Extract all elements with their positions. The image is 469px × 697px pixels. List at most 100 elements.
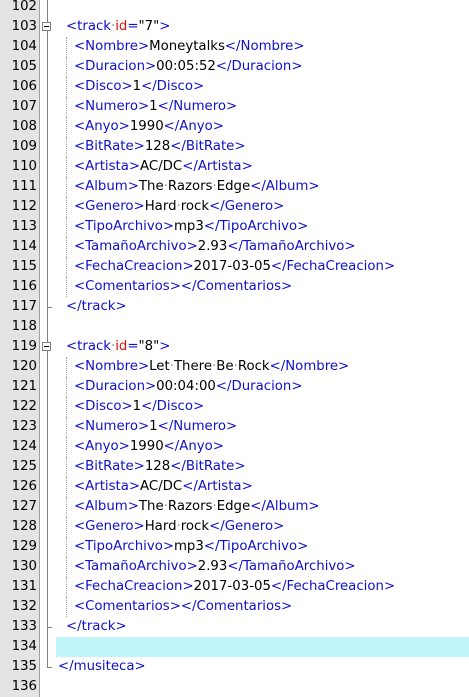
code-line[interactable]: 125<BitRate>128</BitRate>	[0, 457, 469, 477]
code-text[interactable]: <Comentarios></Comentarios>	[58, 597, 469, 617]
line-number: 133	[11, 619, 37, 634]
code-line[interactable]: 118	[0, 317, 469, 337]
code-text[interactable]: <Anyo>1990</Anyo>	[58, 117, 469, 137]
code-text[interactable]: <Genero>Hard·rock</Genero>	[58, 517, 469, 537]
xml-tag: </Artista>	[182, 479, 253, 494]
code-text[interactable]: <Genero>Hard·rock</Genero>	[58, 197, 469, 217]
code-line[interactable]: 130<TamañoArchivo>2.93</TamañoArchivo>	[0, 557, 469, 577]
code-line[interactable]: 114<TamañoArchivo>2.93</TamañoArchivo>	[0, 237, 469, 257]
code-line[interactable]: 129<TipoArchivo>mp3</TipoArchivo>	[0, 537, 469, 557]
code-text[interactable]: <Album>The·Razors·Edge</Album>	[58, 497, 469, 517]
code-line[interactable]: 133 </track>	[0, 617, 469, 637]
code-line[interactable]: 110<Artista>AC/DC</Artista>	[0, 157, 469, 177]
fold-margin	[40, 457, 56, 477]
code-line[interactable]: 104<Nombre>Moneytalks</Nombre>	[0, 37, 469, 57]
code-line[interactable]: 103<track·id="7">	[0, 17, 469, 37]
code-line[interactable]: 105<Duracion>00:05:52</Duracion>	[0, 57, 469, 77]
code-text[interactable]: </musiteca>	[58, 657, 469, 677]
xml-tag: <FechaCreacion>	[74, 579, 194, 594]
code-text[interactable]: <TipoArchivo>mp3</TipoArchivo>	[58, 217, 469, 237]
code-text[interactable]: <Comentarios></Comentarios>	[58, 277, 469, 297]
code-text[interactable]: <track·id="7">	[58, 17, 469, 37]
xml-tag: <TamañoArchivo>	[74, 239, 198, 254]
line-number: 120	[11, 359, 37, 374]
xml-tag: </TamañoArchivo>	[227, 239, 356, 254]
code-text[interactable]: <Album>The·Razors·Edge</Album>	[58, 177, 469, 197]
code-text[interactable]	[58, 0, 469, 17]
code-line[interactable]: 121<Duracion>00:04:00</Duracion>	[0, 377, 469, 397]
code-text[interactable]: <Nombre>Moneytalks</Nombre>	[58, 37, 469, 57]
code-text[interactable]: <BitRate>128</BitRate>	[58, 457, 469, 477]
code-line[interactable]: 128<Genero>Hard·rock</Genero>	[0, 517, 469, 537]
fold-margin	[40, 617, 56, 637]
code-line[interactable]: 126<Artista>AC/DC</Artista>	[0, 477, 469, 497]
xml-text: Hard	[144, 519, 177, 534]
code-text[interactable]: <TamañoArchivo>2.93</TamañoArchivo>	[58, 557, 469, 577]
code-line[interactable]: 108<Anyo>1990</Anyo>	[0, 117, 469, 137]
code-line[interactable]: 134	[0, 637, 469, 657]
code-line[interactable]: 136	[0, 677, 469, 697]
code-text[interactable]: <Duracion>00:05:52</Duracion>	[58, 57, 469, 77]
code-line[interactable]: 112 <Genero>Hard·rock</Genero>	[0, 197, 469, 217]
collapse-fold-icon[interactable]	[42, 22, 51, 31]
code-text[interactable]: <Artista>AC/DC</Artista>	[58, 477, 469, 497]
code-line[interactable]: 127<Album>The·Razors·Edge</Album>	[0, 497, 469, 517]
xml-tag: </track>	[66, 619, 127, 634]
code-text[interactable]: <Artista>AC/DC</Artista>	[58, 157, 469, 177]
xml-text: The	[138, 499, 164, 514]
code-text[interactable]: <TamañoArchivo>2.93</TamañoArchivo>	[58, 237, 469, 257]
code-text[interactable]	[58, 677, 469, 697]
code-text[interactable]: <FechaCreacion>2017-03-05</FechaCreacion…	[58, 257, 469, 277]
line-number: 112	[11, 199, 37, 214]
code-text[interactable]: <TipoArchivo>mp3</TipoArchivo>	[58, 537, 469, 557]
code-line[interactable]: 132<Comentarios></Comentarios>	[0, 597, 469, 617]
code-line[interactable]: 115<FechaCreacion>2017-03-05</FechaCreac…	[0, 257, 469, 277]
xml-text: Moneytalks	[149, 39, 225, 54]
code-line[interactable]: 131<FechaCreacion>2017-03-05</FechaCreac…	[0, 577, 469, 597]
code-line[interactable]: 106<Disco>1</Disco>	[0, 77, 469, 97]
code-line[interactable]: 119<track·id="8">	[0, 337, 469, 357]
line-number-gutter: 117	[0, 297, 40, 317]
line-number: 113	[11, 219, 37, 234]
fold-margin	[40, 557, 56, 577]
code-line[interactable]: 102	[0, 0, 469, 17]
code-text[interactable]	[56, 637, 469, 657]
code-line[interactable]: 116<Comentarios></Comentarios>	[0, 277, 469, 297]
code-text[interactable]: <Nombre>Let·There·Be·Rock</Nombre>	[58, 357, 469, 377]
code-text[interactable]: </track>	[58, 617, 469, 637]
xml-text: 00:05:52	[156, 59, 216, 74]
code-text[interactable]: <FechaCreacion>2017-03-05</FechaCreacion…	[58, 577, 469, 597]
code-text[interactable]: <Anyo>1990</Anyo>	[58, 437, 469, 457]
indent-guide	[66, 157, 67, 177]
code-line[interactable]: 113 <TipoArchivo>mp3</TipoArchivo>	[0, 217, 469, 237]
code-line[interactable]: 107<Numero>1</Numero>	[0, 97, 469, 117]
collapse-fold-icon[interactable]	[42, 342, 51, 351]
code-text[interactable]: <Disco>1</Disco>	[58, 397, 469, 417]
code-text[interactable]: <Numero>1</Numero>	[58, 417, 469, 437]
code-line[interactable]: 111<Album>The·Razors·Edge</Album>	[0, 177, 469, 197]
code-line[interactable]: 117 </track>	[0, 297, 469, 317]
xml-text: The	[138, 179, 164, 194]
code-line[interactable]: 135</musiteca>	[0, 657, 469, 677]
code-line[interactable]: 124<Anyo>1990</Anyo>	[0, 437, 469, 457]
xml-tag: <Album>	[74, 179, 139, 194]
code-text[interactable]: <track·id="8">	[58, 337, 469, 357]
code-line[interactable]: 123<Numero>1</Numero>	[0, 417, 469, 437]
xml-tag: </Numero>	[157, 419, 238, 434]
fold-margin	[40, 377, 56, 397]
code-text[interactable]: </track>	[58, 297, 469, 317]
code-line[interactable]: 120 <Nombre>Let·There·Be·Rock</Nombre>	[0, 357, 469, 377]
code-text[interactable]: <Disco>1</Disco>	[58, 77, 469, 97]
code-text[interactable]: <Duracion>00:04:00</Duracion>	[58, 377, 469, 397]
code-line[interactable]: 122<Disco>1</Disco>	[0, 397, 469, 417]
xml-tag: </musiteca>	[58, 659, 146, 674]
code-line[interactable]: 109<BitRate>128</BitRate>	[0, 137, 469, 157]
code-text[interactable]: <Numero>1</Numero>	[58, 97, 469, 117]
fold-margin	[40, 177, 56, 197]
indent-guide	[66, 77, 67, 97]
xml-text: 1	[132, 79, 142, 94]
code-text[interactable]	[58, 317, 469, 337]
code-text[interactable]: <BitRate>128</BitRate>	[58, 137, 469, 157]
xml-tag: <FechaCreacion>	[74, 259, 194, 274]
